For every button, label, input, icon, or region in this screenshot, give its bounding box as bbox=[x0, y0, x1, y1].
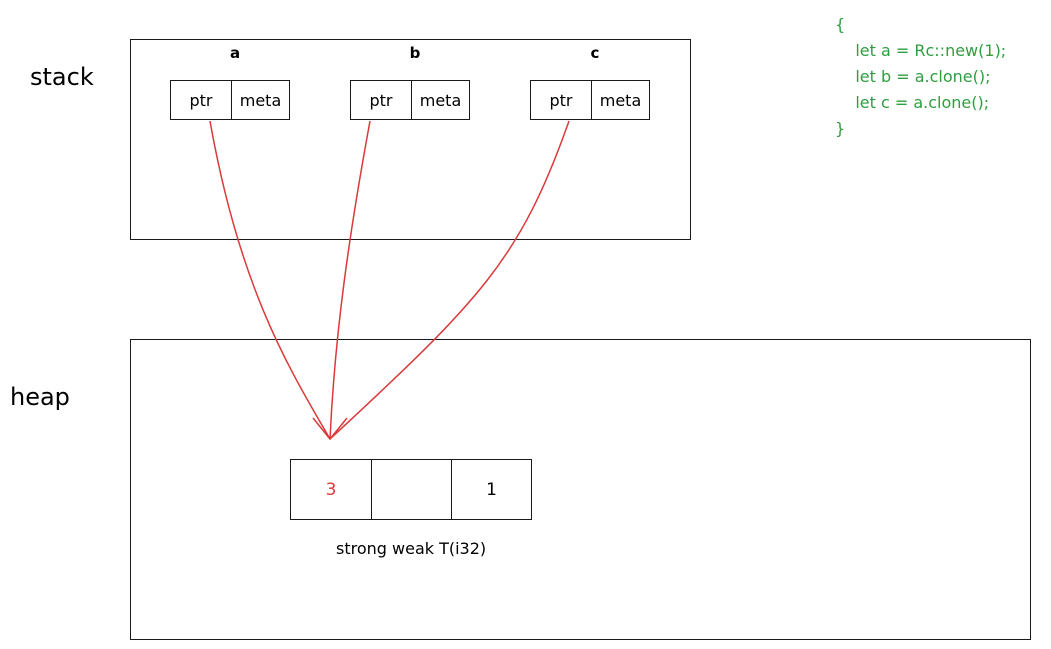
code-line: let a = Rc::new(1); bbox=[835, 41, 1007, 60]
heap-block-caption: strong weak T(i32) bbox=[336, 539, 487, 558]
var-a-meta-cell: meta bbox=[231, 81, 289, 119]
arrow-c-to-heap bbox=[329, 120, 570, 440]
var-a-fat-pointer: ptr meta bbox=[170, 80, 290, 120]
code-line: let c = a.clone(); bbox=[835, 93, 990, 112]
code-line: let b = a.clone(); bbox=[835, 67, 991, 86]
arrow-b-to-heap bbox=[329, 120, 371, 440]
var-a-ptr-cell: ptr bbox=[189, 90, 213, 110]
stack-label: stack bbox=[30, 63, 94, 91]
code-snippet: { let a = Rc::new(1); let b = a.clone();… bbox=[835, 12, 1006, 142]
var-b-ptr-cell: ptr bbox=[369, 90, 393, 110]
code-line: } bbox=[835, 119, 846, 138]
heap-region bbox=[130, 339, 1031, 640]
value-cell: 1 bbox=[451, 460, 531, 519]
stack-region bbox=[130, 39, 691, 240]
weak-count-cell bbox=[371, 460, 451, 519]
arrowhead bbox=[312, 417, 348, 441]
var-c-ptr-cell: ptr bbox=[549, 90, 573, 110]
strong-count-cell: 3 bbox=[325, 479, 337, 500]
var-b-name: b bbox=[409, 44, 421, 62]
rc-heap-block: 3 1 bbox=[290, 459, 532, 520]
arrow-a-to-heap bbox=[209, 120, 331, 440]
var-a-name: a bbox=[229, 44, 241, 62]
var-b-meta-cell: meta bbox=[411, 81, 469, 119]
var-c-name: c bbox=[590, 44, 600, 62]
var-c-meta-cell: meta bbox=[591, 81, 649, 119]
code-line: { bbox=[835, 15, 846, 34]
var-c-fat-pointer: ptr meta bbox=[530, 80, 650, 120]
heap-label: heap bbox=[10, 383, 70, 411]
var-b-fat-pointer: ptr meta bbox=[350, 80, 470, 120]
